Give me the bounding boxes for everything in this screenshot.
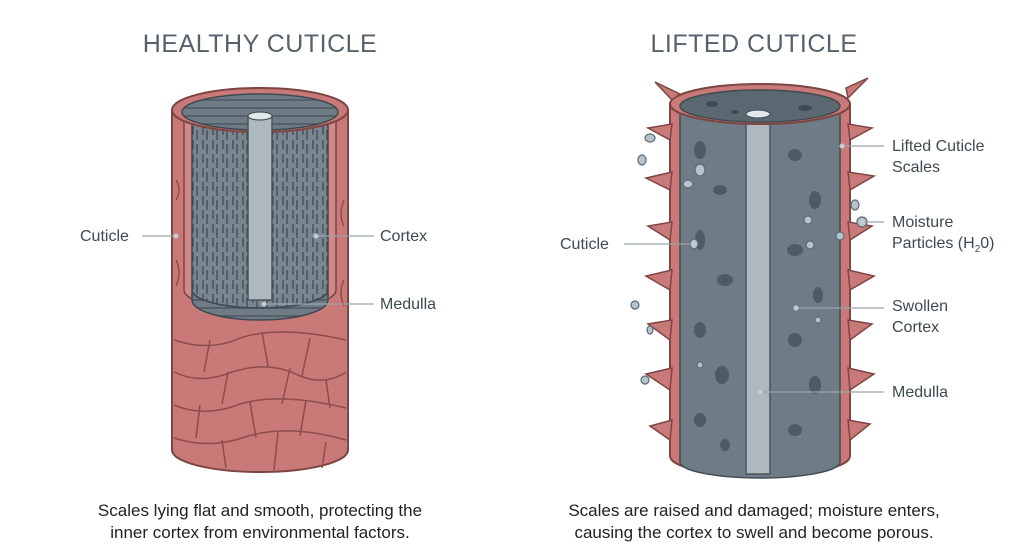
healthy-medulla xyxy=(247,115,273,301)
swollen-cortex-marker xyxy=(793,305,799,311)
moisture-label-line1: Moisture xyxy=(892,214,954,231)
lifted-scales-right xyxy=(845,77,877,442)
healthy-medulla-label: Medulla xyxy=(380,296,437,313)
lifted-title: LIFTED CUTICLE xyxy=(650,30,858,58)
healthy-medulla-marker xyxy=(261,301,267,307)
lifted-scales-label-line1: Lifted Cuticle xyxy=(892,138,985,155)
healthy-cortex-label: Cortex xyxy=(380,228,428,245)
lifted-scales-marker xyxy=(839,143,845,149)
lifted-caption-line2: causing the cortex to swell and become p… xyxy=(574,523,934,542)
lifted-top-cortex xyxy=(679,89,841,123)
lifted-medulla-label: Medulla xyxy=(892,384,949,401)
lifted-medulla xyxy=(745,111,771,475)
lifted-cuticle-label: Cuticle xyxy=(560,236,609,253)
healthy-cortex-marker xyxy=(313,233,319,239)
swollen-cortex-label: Swollen Cortex xyxy=(892,296,948,338)
lifted-caption: Scales are raised and damaged; moisture … xyxy=(524,500,984,544)
moisture-marker xyxy=(859,219,865,225)
lifted-medulla-marker xyxy=(757,389,763,395)
swollen-cortex-label-line2: Cortex xyxy=(892,319,940,336)
healthy-title: HEALTHY CUTICLE xyxy=(142,30,378,58)
lifted-caption-line1: Scales are raised and damaged; moisture … xyxy=(568,501,940,520)
lifted-scales-label: Lifted Cuticle Scales xyxy=(892,136,985,178)
lifted-cuticle-marker xyxy=(691,241,697,247)
healthy-cuticle-label: Cuticle xyxy=(80,228,129,245)
healthy-leader-lines xyxy=(142,235,374,305)
healthy-caption-line2: inner cortex from environmental factors. xyxy=(110,523,410,542)
healthy-cuticle-marker xyxy=(173,233,179,239)
moisture-label: Moisture Particles (H20) xyxy=(892,212,994,260)
swollen-cortex-label-line1: Swollen xyxy=(892,298,949,315)
moisture-droplets xyxy=(630,133,868,385)
moisture-label-line2: Particles (H20) xyxy=(892,235,995,256)
lifted-cortex-pores xyxy=(694,141,823,451)
lifted-hair-strand xyxy=(630,77,877,479)
healthy-caption-line1: Scales lying flat and smooth, protecting… xyxy=(97,501,423,520)
lifted-scales-left xyxy=(643,81,682,442)
lifted-leader-lines xyxy=(624,145,884,393)
lifted-scales-label-line2: Scales xyxy=(892,159,941,176)
healthy-hair-strand xyxy=(171,87,349,473)
healthy-cuticle-scales xyxy=(173,179,347,471)
healthy-cortex-rings-bottom xyxy=(191,289,329,321)
healthy-caption: Scales lying flat and smooth, protecting… xyxy=(30,500,490,544)
